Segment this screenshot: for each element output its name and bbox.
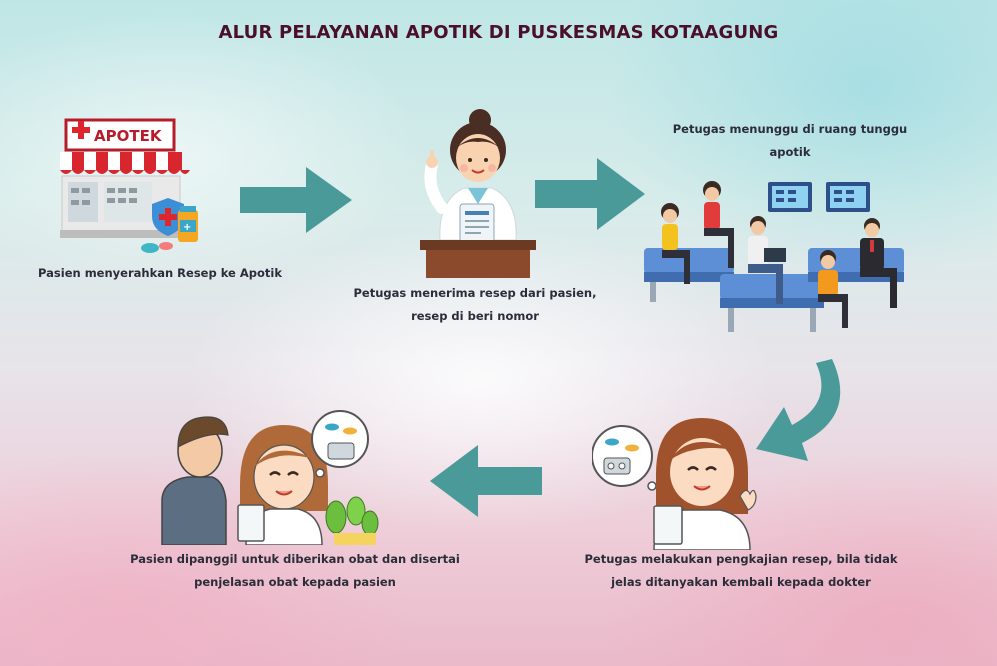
step-1-caption: Pasien menyerahkan Resep ke Apotik — [20, 262, 300, 285]
step-4-caption-line: Petugas melakukan pengkajian resep, bila… — [584, 552, 898, 566]
waiting-person — [703, 181, 734, 268]
step-4-caption: Petugas melakukan pengkajian resep, bila… — [536, 548, 946, 594]
step-1-caption-line: Pasien menyerahkan Resep ke Apotik — [38, 266, 282, 280]
step-3-caption-line: Petugas menunggu di ruang tunggu — [672, 122, 908, 136]
step-3-caption-line: apotik — [769, 145, 811, 159]
arrow-step1-to-step2 — [240, 167, 352, 233]
arrow-step3-to-step4 — [756, 359, 841, 461]
apotek-sign-text: APOTEK — [94, 127, 163, 145]
step-4-caption-line: jelas ditanyakan kembali kepada dokter — [611, 575, 871, 589]
medicine-thought-bubble — [592, 425, 657, 491]
pharmacist-reviewing-illustration — [592, 418, 757, 550]
diagram-title: ALUR PELAYANAN APOTIK DI PUSKESMAS KOTAA… — [218, 22, 779, 43]
step-5-caption: Pasien dipanggil untuk diberikan obat da… — [85, 548, 505, 594]
waiting-person — [661, 203, 690, 284]
prescription-clipboard — [459, 203, 495, 245]
waiting-person — [860, 218, 897, 308]
step-5-caption-line: Pasien dipanggil untuk diberikan obat da… — [130, 552, 460, 566]
medicine-thought-bubble — [311, 410, 369, 478]
svg-text:+: + — [183, 222, 191, 233]
prescription-paper — [653, 505, 683, 545]
pharmacist-figure — [237, 425, 328, 545]
waiting-person — [818, 250, 848, 328]
step-2-caption-line: resep di beri nomor — [411, 309, 539, 323]
awning — [60, 152, 190, 174]
waiting-person — [748, 216, 786, 304]
step-3-caption: Petugas menunggu di ruang tunggu apotik — [630, 118, 950, 164]
step-2-caption-line: Petugas menerima resep dari pasien, — [353, 286, 597, 300]
arrow-step2-to-step3 — [535, 158, 645, 230]
patient-figure — [161, 416, 229, 545]
pill — [141, 243, 159, 253]
queue-display-screen — [826, 182, 870, 212]
potted-plant — [325, 496, 379, 545]
arrow-step4-to-step5 — [430, 445, 542, 517]
queue-display-screen — [768, 182, 812, 212]
step-2-caption: Petugas menerima resep dari pasien, rese… — [330, 282, 620, 328]
waiting-room-illustration — [644, 181, 904, 332]
step-5-caption-line: penjelasan obat kepada pasien — [194, 575, 396, 589]
pharmacy-storefront-illustration: APOTEK + — [60, 118, 198, 253]
pharmacist-at-counter-illustration — [420, 109, 536, 278]
prescription-paper — [237, 504, 265, 542]
pharmacist-explaining-illustration — [161, 410, 379, 545]
pharmacist-face — [670, 438, 734, 506]
counter-desk — [420, 240, 536, 250]
waiting-bench — [720, 274, 824, 332]
